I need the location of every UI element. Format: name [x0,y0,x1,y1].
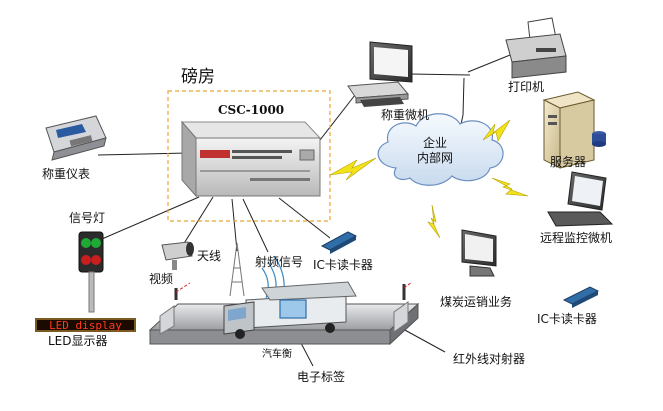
label-weighing-pc: 称重微机 [381,108,430,122]
label-controller-model: CSC-1000 [218,103,285,117]
label-ic-reader-1: IC卡读卡器 [313,258,373,272]
monitor-icon [461,229,497,277]
label-led-display: LED显示器 [48,334,108,348]
antenna-icon [229,242,245,297]
label-printer: 打印机 [508,80,545,94]
label-signal-light: 信号灯 [69,211,106,225]
label-remote-pc: 远程监控微机 [540,231,613,245]
server-icon [542,91,606,169]
printer-icon [505,17,567,79]
laptop-icon [547,171,614,227]
label-truck-scale: 汽车衡 [262,349,292,360]
label-ic-reader-2: IC卡读卡器 [537,312,597,326]
label-infrared: 红外线对射器 [453,352,526,366]
desktop-computer-icon [347,41,413,107]
cloud-icon [377,113,504,186]
label-coal-business: 煤炭运销业务 [440,295,513,309]
label-antenna: 天线 [197,249,222,263]
label-rf-signal: 射频信号 [255,255,304,269]
label-weighing-indicator: 称重仪表 [42,167,91,181]
label-enterprise-network: 企业 内部网 [417,136,454,165]
infrared-beams [175,281,413,293]
weighing-room-box [167,90,331,222]
camera-icon [161,241,194,270]
card-reader-icon [320,231,358,254]
controller-cabinet [180,120,322,198]
label-server: 服务器 [550,155,587,169]
electronic-tag-icon [279,299,307,319]
card-reader-icon [562,286,600,308]
label-weighing-room: 磅房 [181,67,215,87]
traffic-light-icon [78,231,104,313]
label-electronic-tag: 电子标签 [297,370,346,384]
label-video: 视频 [149,272,174,286]
lightning-icon [329,119,529,239]
led-display-icon: LED display [35,318,136,332]
weighing-indicator-icon [45,115,107,161]
